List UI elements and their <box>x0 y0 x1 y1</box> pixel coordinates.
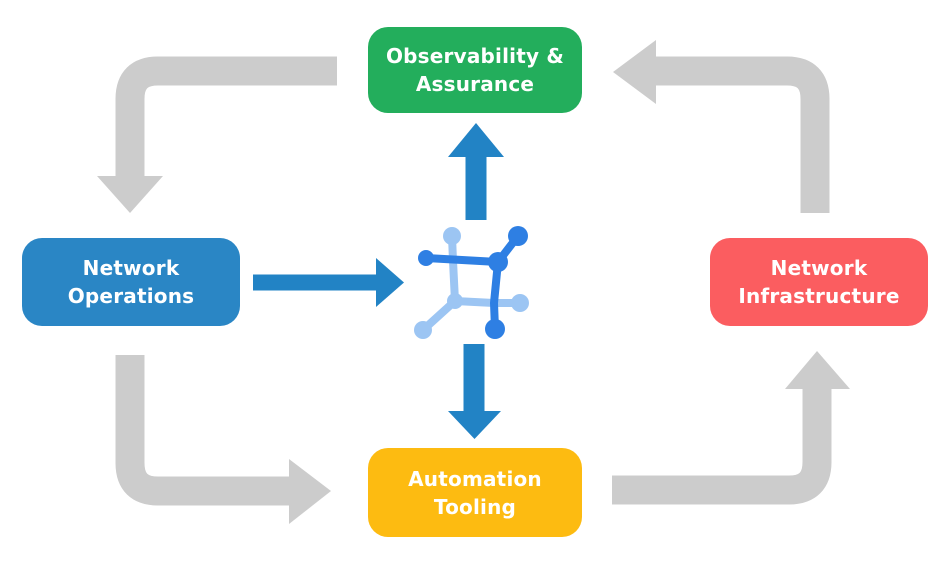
node-label-line: Automation <box>408 466 542 491</box>
arrow-operations-to-icon <box>253 258 404 307</box>
arrow-infrastructure-to-observability <box>613 40 830 213</box>
arrowhead-down-icon <box>97 176 163 213</box>
arrow-shaft <box>115 56 337 178</box>
icon-left-branch <box>419 232 459 334</box>
node-automation-tooling: Automation Tooling <box>368 448 582 537</box>
node-dot-icon <box>418 250 434 266</box>
arrowhead-down-icon <box>448 411 501 439</box>
arrow-automation-to-infrastructure <box>612 351 850 505</box>
arrow-icon-to-automation <box>448 344 501 439</box>
node-label-line: Tooling <box>433 494 517 519</box>
icon-bottom-branch <box>451 297 524 307</box>
node-label-line: Assurance <box>415 72 535 96</box>
arrow-shaft <box>656 56 830 213</box>
node-label-line: Infrastructure <box>738 284 900 308</box>
node-dot-icon <box>414 321 432 339</box>
arrowhead-up-icon <box>448 123 504 157</box>
node-dot-icon <box>485 319 505 339</box>
node-label-line: Network <box>82 256 180 280</box>
arrowhead-left-icon <box>613 40 656 104</box>
node-network-operations: Network Operations <box>22 238 240 326</box>
arrow-observability-to-operations <box>97 56 337 213</box>
arrow-icon-to-observability <box>448 123 504 220</box>
node-label-line: Observability & <box>385 44 565 68</box>
node-dot-icon <box>511 294 529 312</box>
network-icon-light-nodes <box>414 227 529 339</box>
arrow-operations-to-automation <box>115 355 331 524</box>
node-label-line: Operations <box>67 284 195 308</box>
node-network-infrastructure: Network Infrastructure <box>710 238 928 326</box>
arrow-shaft <box>115 355 289 506</box>
arrowhead-right-icon <box>376 258 404 307</box>
node-dot-icon <box>488 252 508 272</box>
icon-top-branch <box>422 254 502 266</box>
node-dot-icon <box>508 226 528 246</box>
arrowhead-right-icon <box>289 459 331 524</box>
arrow-shaft <box>612 389 832 505</box>
network-nodes-icon <box>414 226 529 339</box>
network-icon-dark-nodes <box>418 226 528 339</box>
icon-right-branch <box>490 258 502 333</box>
arrowhead-up-icon <box>785 351 850 389</box>
node-dot-icon <box>443 227 461 245</box>
node-observability-assurance: Observability & Assurance <box>368 27 582 113</box>
node-dot-icon <box>447 293 463 309</box>
node-label-line: Network <box>770 256 868 280</box>
